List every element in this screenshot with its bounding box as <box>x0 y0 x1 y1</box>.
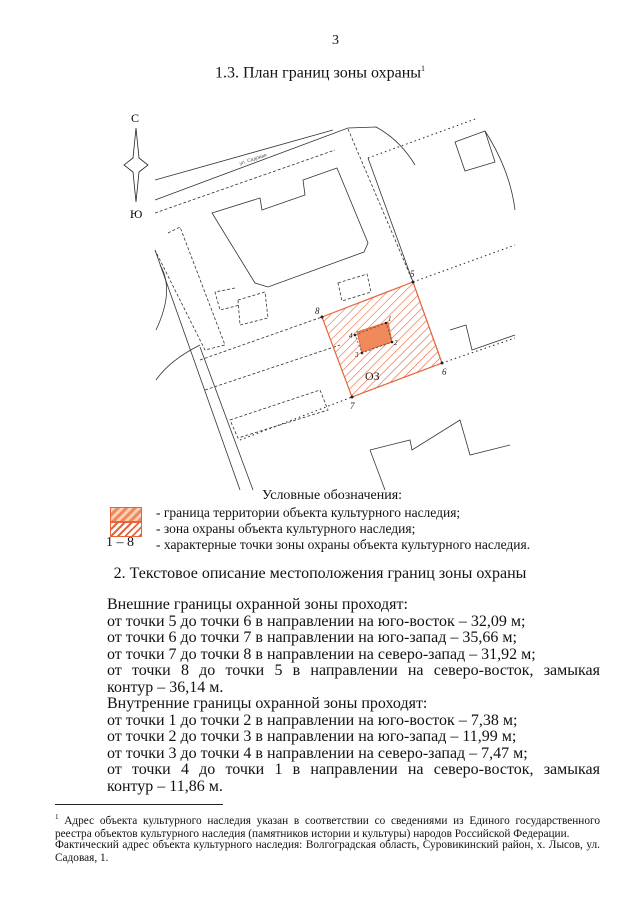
outer-line: от точки 6 до точки 7 в направлении на ю… <box>107 629 517 646</box>
footnote-mark: 1 <box>55 813 59 821</box>
point-8: 8 <box>315 306 320 316</box>
inner-line: от точки 2 до точки 3 в направлении на ю… <box>107 728 517 745</box>
compass-south: Ю <box>130 207 142 221</box>
fence-lines <box>239 117 516 441</box>
point-6: 6 <box>442 367 447 377</box>
footnote-divider <box>55 804 223 805</box>
footnote-1: 1 Адрес объекта культурного наследия ука… <box>55 811 600 841</box>
section-title: 2. Текстовое описание местоположения гра… <box>113 565 527 582</box>
inner-line: контур – 11,86 м. <box>107 777 223 795</box>
point-5: 5 <box>410 269 415 279</box>
inner-line: от точки 4 до точки 1 в направлении на с… <box>107 761 600 778</box>
compass-north: С <box>131 111 139 125</box>
inner-line: от точки 3 до точки 4 в направлении на с… <box>107 744 528 762</box>
point-4: 4 <box>349 332 353 340</box>
point-2: 2 <box>394 339 398 347</box>
footnote-text: Адрес объекта культурного наследия указа… <box>55 814 600 840</box>
legend-item: - зона охраны объекта культурного наслед… <box>156 521 416 536</box>
page-number: 3 <box>332 33 339 48</box>
outer-line: от точки 5 до точки 6 в направлении на ю… <box>107 612 526 630</box>
legend-item: - характерные точки зоны охраны объекта … <box>156 537 531 552</box>
point-3: 3 <box>354 351 359 359</box>
outer-line: контур – 36,14 м. <box>107 678 224 696</box>
legend-points-symbol: 1 – 8 <box>106 535 134 550</box>
point-7: 7 <box>350 401 355 411</box>
legend-title: Условные обозначения: <box>262 488 403 503</box>
inner-line: от точки 1 до точки 2 в направлении на ю… <box>107 711 518 729</box>
legend-item: - граница территории объекта культурного… <box>156 505 461 520</box>
outer-line: от точки 7 до точки 8 в направлении на с… <box>107 645 536 663</box>
footnote-mark: 1 <box>421 64 426 73</box>
plan-title: 1.3. План границ зоны охраны1 <box>0 64 640 82</box>
outer-boundaries: Внешние границы охранной зоны проходят: … <box>107 596 600 795</box>
map-linework <box>154 126 516 491</box>
inner-heading: Внутренние границы охранной зоны проходя… <box>107 695 428 712</box>
main-building <box>211 167 369 288</box>
point-1: 1 <box>388 315 392 323</box>
boundary-points <box>320 280 444 399</box>
zone-label: ОЗ <box>365 369 380 383</box>
outer-heading: Внешние границы охранной зоны проходят: <box>107 596 408 613</box>
protection-zone-map: С Ю ул. Садовая 5 <box>123 111 516 491</box>
outer-line: от точки 8 до точки 5 в направлении на с… <box>107 662 600 679</box>
plan-title-text: 1.3. План границ зоны охраны <box>214 64 422 82</box>
legend-territory-swatch <box>110 507 142 522</box>
legend-zone-swatch <box>110 522 142 537</box>
compass-icon <box>123 127 149 203</box>
footnote-address: Фактический адрес объекта культурного на… <box>55 839 600 864</box>
